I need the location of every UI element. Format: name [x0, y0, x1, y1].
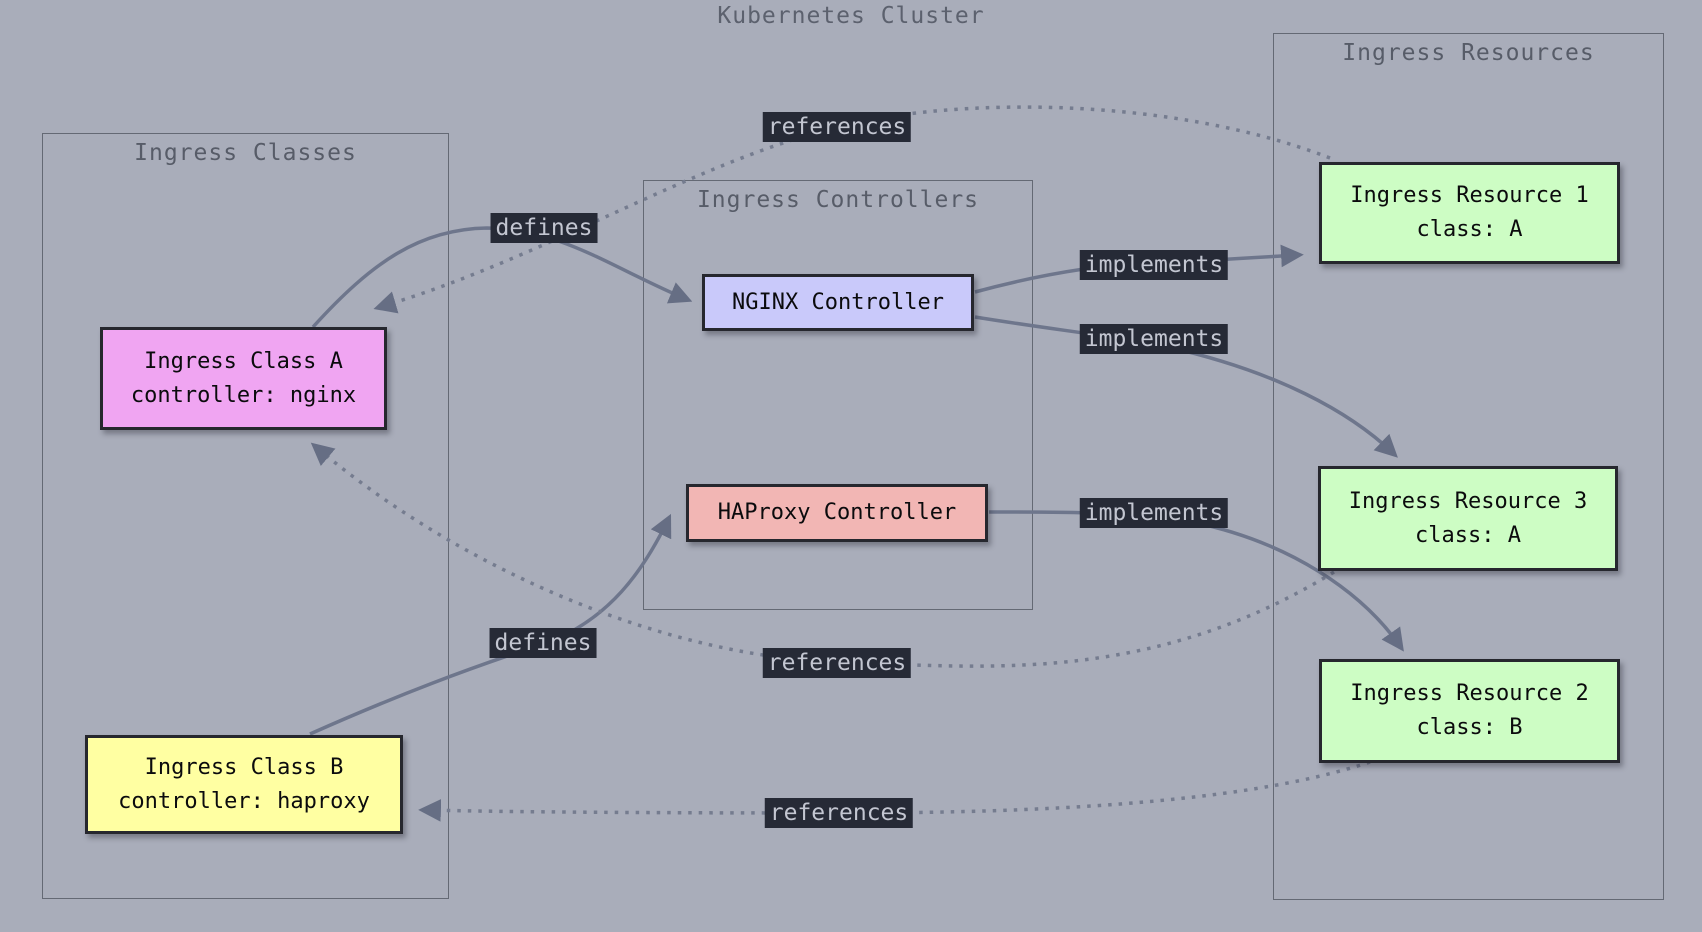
node-ingress-resource-3-line2: class: A	[1415, 522, 1521, 548]
subgraph-ingress-classes-label: Ingress Classes	[134, 140, 357, 166]
edge-defines-class-b-to-haproxy	[309, 513, 672, 736]
node-ingress-resource-1: Ingress Resource 1 class: A	[1319, 162, 1620, 264]
edge-label-defines-a: defines	[490, 213, 598, 243]
node-ingress-resource-2: Ingress Resource 2 class: B	[1319, 659, 1620, 763]
subgraph-ingress-resources-label: Ingress Resources	[1342, 40, 1595, 66]
subgraph-ingress-resources: Ingress Resources	[1273, 33, 1664, 900]
node-nginx-controller: NGINX Controller	[702, 274, 974, 331]
edge-references-resource-2-to-class-b	[418, 760, 1371, 822]
subgraph-ingress-classes: Ingress Classes	[42, 133, 449, 899]
edge-label-references-1: references	[762, 112, 912, 142]
diagram-title: Kubernetes Cluster	[717, 3, 985, 29]
edge-references-resource-1-to-class-a	[373, 105, 1331, 314]
edge-defines-class-a-to-nginx	[311, 226, 693, 329]
edge-label-references-3: references	[764, 798, 914, 828]
node-ingress-class-a-line2: controller: nginx	[130, 382, 357, 408]
node-ingress-class-a-line1: Ingress Class A	[144, 348, 343, 374]
edge-label-implements-2: implements	[1079, 324, 1229, 354]
edge-references-resource-3-to-class-a	[310, 442, 1335, 668]
node-ingress-resource-2-line2: class: B	[1416, 715, 1523, 740]
node-ingress-class-a: Ingress Class A controller: nginx	[100, 327, 387, 430]
subgraph-ingress-controllers-label: Ingress Controllers	[696, 187, 980, 213]
edge-label-defines-b: defines	[489, 628, 597, 658]
node-ingress-resource-2-line1: Ingress Resource 2	[1350, 681, 1589, 706]
node-ingress-resource-1-line1: Ingress Resource 1	[1350, 183, 1589, 208]
node-haproxy-controller: HAProxy Controller	[686, 484, 988, 542]
node-ingress-class-b-line2: controller: haproxy	[118, 788, 370, 814]
node-ingress-resource-1-line2: class: A	[1416, 217, 1523, 242]
node-ingress-class-b-line1: Ingress Class B	[144, 754, 344, 780]
edge-label-references-2: references	[762, 648, 912, 678]
node-ingress-resource-3-line1: Ingress Resource 3	[1348, 488, 1588, 514]
node-ingress-class-b: Ingress Class B controller: haproxy	[85, 735, 403, 834]
node-haproxy-controller-label: HAProxy Controller	[717, 500, 957, 525]
node-ingress-resource-3: Ingress Resource 3 class: A	[1318, 466, 1618, 571]
subgraph-ingress-controllers: Ingress Controllers	[643, 180, 1033, 610]
edge-label-implements-1: implements	[1079, 250, 1229, 280]
node-nginx-controller-label: NGINX Controller	[732, 289, 944, 315]
edge-label-implements-3: implements	[1079, 498, 1229, 528]
